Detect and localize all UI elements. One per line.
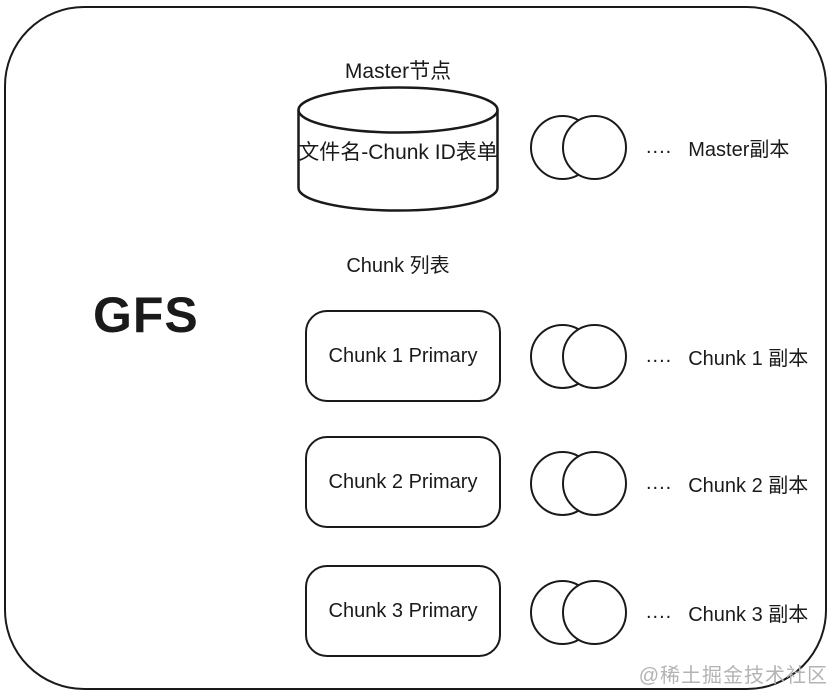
ellipsis-dots: .... xyxy=(646,601,673,623)
replica-circle-front xyxy=(562,324,627,389)
chunk-1-primary-box: Chunk 1 Primary xyxy=(305,310,501,402)
replica-circle-front xyxy=(562,580,627,645)
gfs-title: GFS xyxy=(93,287,199,343)
ellipsis-dots: .... xyxy=(646,136,673,158)
chunk-1-replica-label: Chunk 1 副本 xyxy=(688,348,809,370)
replica-circle-front xyxy=(562,115,627,180)
replica-circle-front xyxy=(562,451,627,516)
chunk-3-primary-label: Chunk 3 Primary xyxy=(328,599,478,622)
chunk-2-primary-label: Chunk 2 Primary xyxy=(328,470,478,493)
ellipsis-dots: .... xyxy=(646,345,673,367)
ellipsis-dots: .... xyxy=(646,472,673,494)
master-replica-row: .... Master副本 xyxy=(646,115,789,180)
watermark: @稀土掘金技术社区 xyxy=(638,665,828,687)
master-replica-label: Master副本 xyxy=(688,139,790,161)
master-db-label: 文件名-Chunk ID表单 xyxy=(298,141,498,164)
master-node-label: Master节点 xyxy=(344,60,452,83)
master-db-cylinder xyxy=(297,86,499,212)
chunk-2-primary-box: Chunk 2 Primary xyxy=(305,436,501,528)
chunk-list-label: Chunk 列表 xyxy=(346,255,450,277)
chunk-3-primary-box: Chunk 3 Primary xyxy=(305,565,501,657)
chunk-3-replica-label: Chunk 3 副本 xyxy=(688,604,809,626)
chunk-1-primary-label: Chunk 1 Primary xyxy=(328,344,478,367)
chunk-2-replica-row: .... Chunk 2 副本 xyxy=(646,451,808,516)
chunk-2-replica-label: Chunk 2 副本 xyxy=(688,475,809,497)
chunk-1-replica-row: .... Chunk 1 副本 xyxy=(646,324,808,389)
chunk-3-replica-row: .... Chunk 3 副本 xyxy=(646,580,808,645)
